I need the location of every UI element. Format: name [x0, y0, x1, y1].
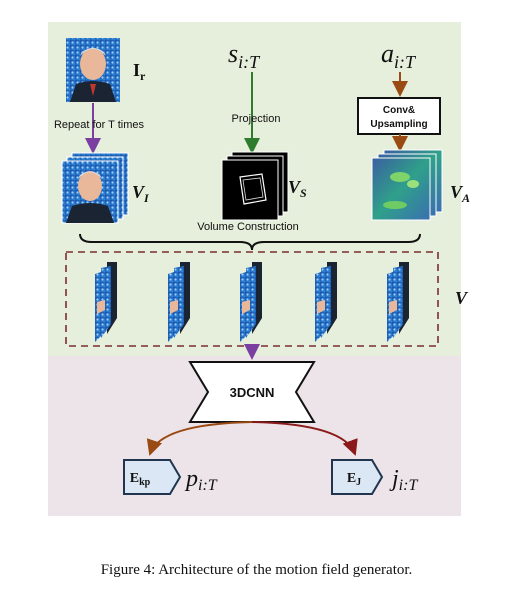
ej-label: EJ: [347, 471, 361, 488]
projection-text: Projection: [232, 113, 281, 125]
ekp-label: Ekp: [130, 471, 151, 488]
shape-seq-label: si:T: [228, 39, 261, 72]
conv-line1: Conv&: [383, 105, 415, 116]
cnn-block: 3DCNN: [188, 361, 316, 423]
volume-vi-stack: [61, 152, 129, 224]
volume-v-item: [315, 262, 337, 342]
volume-v-item: [168, 262, 190, 342]
volume-v-item: [240, 262, 262, 342]
figure-caption: Figure 4: Architecture of the motion fie…: [100, 562, 413, 578]
ekp-encoder: Ekp: [123, 459, 182, 495]
reference-image: [66, 38, 120, 102]
volume-construction-brace: [79, 233, 421, 251]
p-output-label: pi:T: [184, 466, 218, 494]
ej-encoder: EJ: [331, 459, 384, 495]
repeat-text: Repeat for T times: [54, 119, 145, 131]
volume-v-items: [95, 262, 409, 342]
ref-image-label: Ir: [133, 60, 146, 83]
branch-to-ekp: [146, 421, 253, 456]
audio-seq-label: ai:T: [381, 39, 417, 72]
volume-vs-stack: [221, 151, 289, 221]
conv-upsampling-box: Conv& Upsampling: [357, 97, 441, 135]
volume-va-label: VA: [450, 182, 470, 205]
cnn-label: 3DCNN: [230, 385, 275, 400]
volume-va-stack: [371, 149, 443, 221]
volume-vs-label: VS: [288, 177, 307, 200]
volume-v-item: [387, 262, 409, 342]
volume-v-label: V: [455, 288, 469, 308]
volume-vi-label: VI: [132, 182, 150, 205]
j-output-label: ji:T: [389, 466, 418, 494]
branch-to-ej: [251, 421, 358, 456]
volume-construction-text: Volume Construction: [197, 221, 299, 233]
conv-line2: Upsampling: [370, 119, 427, 130]
volume-v-item: [95, 262, 117, 342]
motion-field-diagram: Ir si:T ai:T Repeat for T times Projecti…: [48, 22, 470, 516]
